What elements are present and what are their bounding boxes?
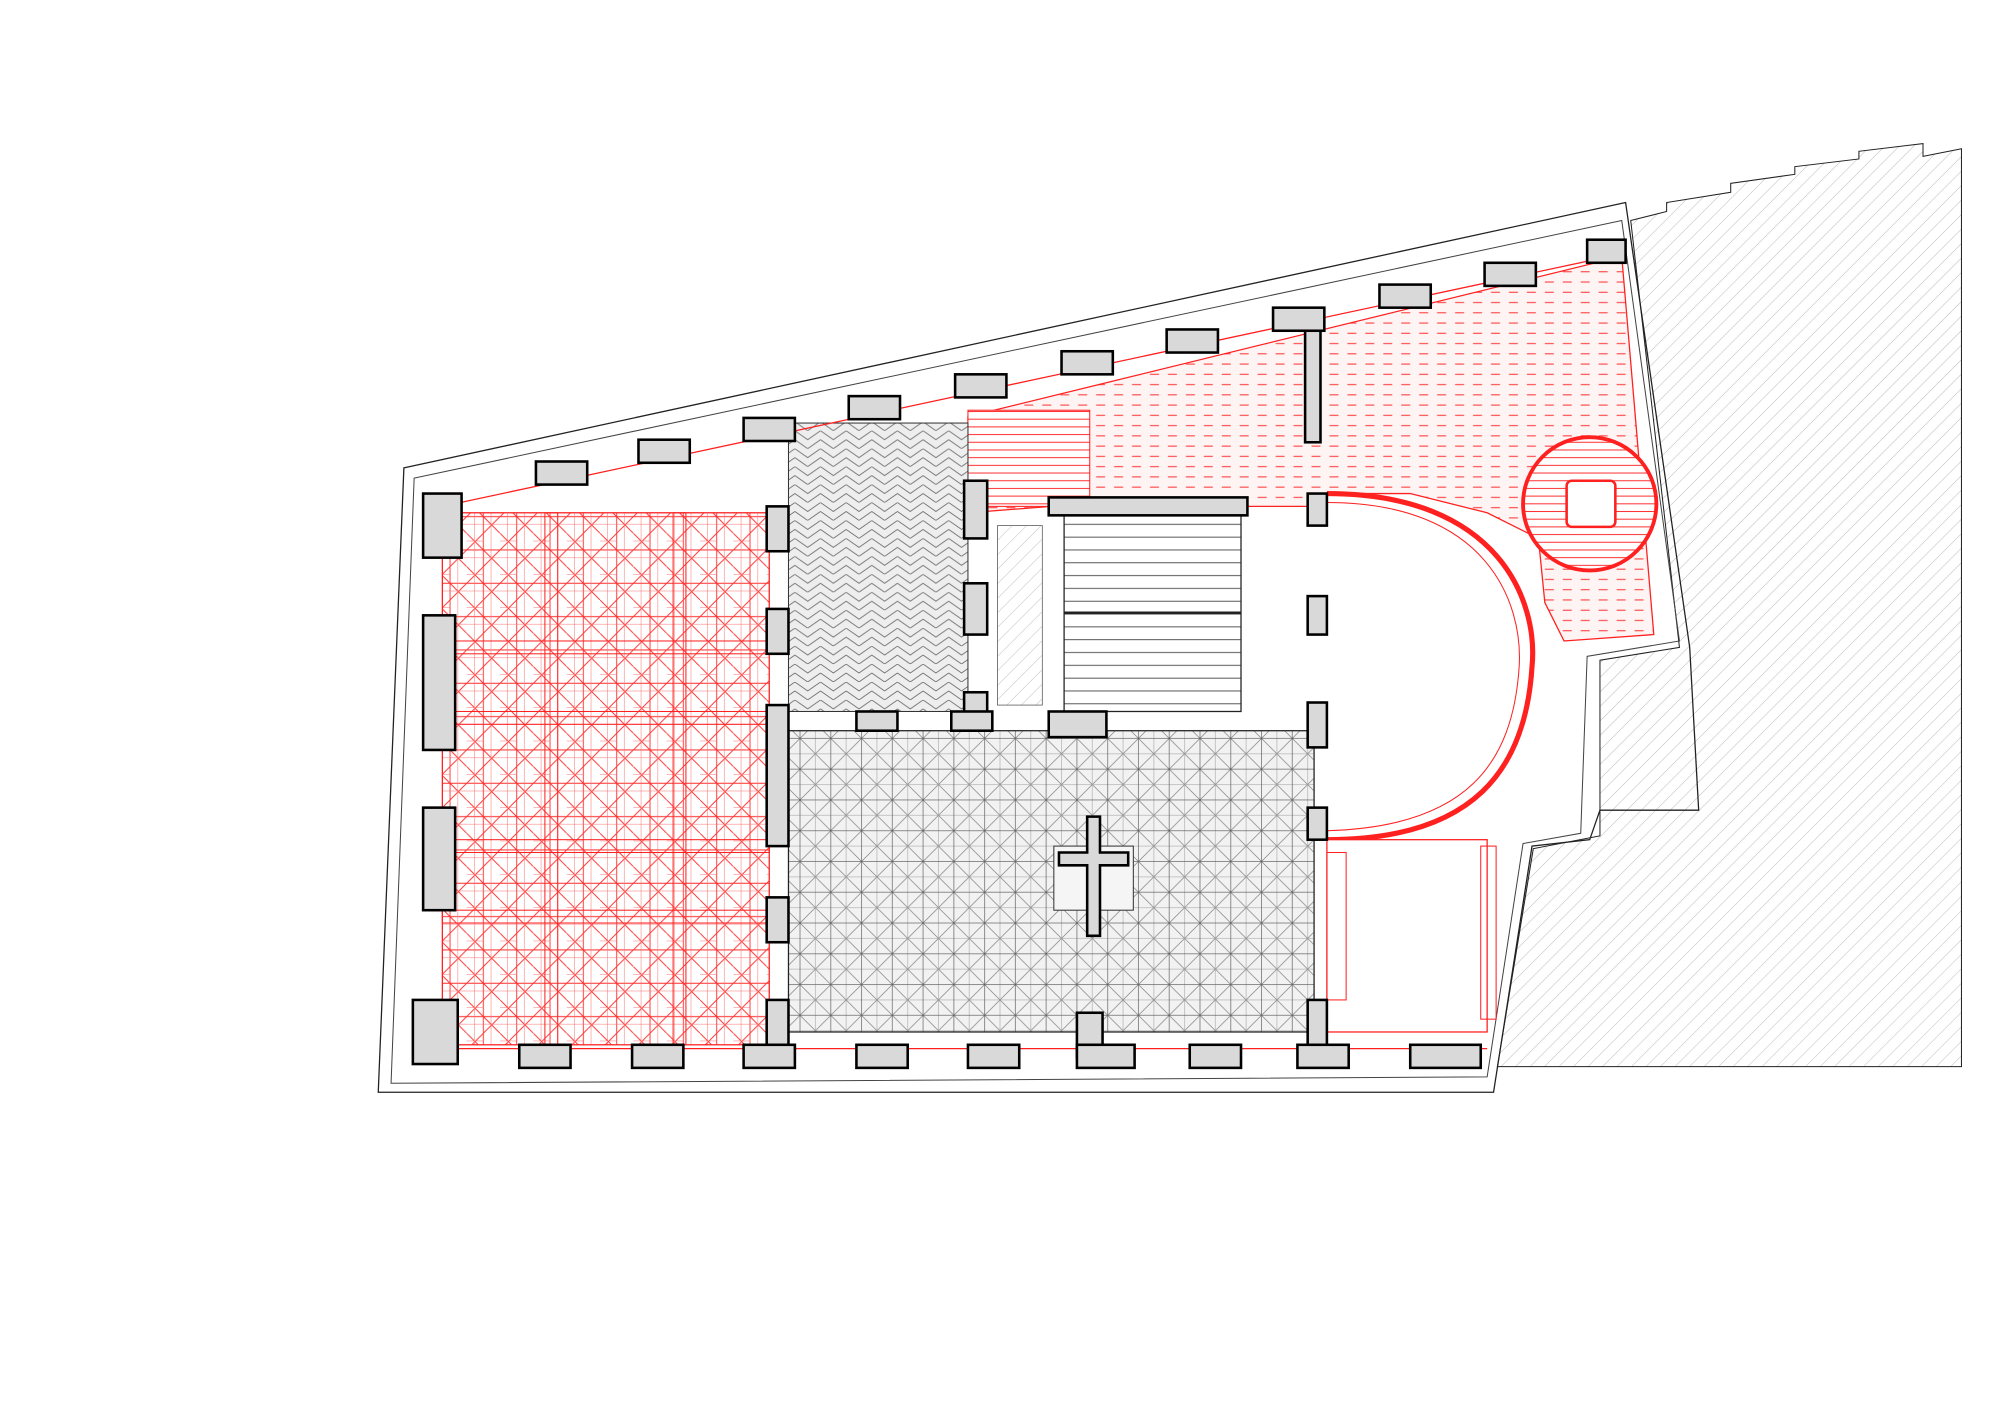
pier [962,582,989,636]
building-outline [390,219,1681,1084]
gray-herringbone-room [787,422,969,712]
spiral-stair-core [1565,479,1617,529]
red-cabinet [1480,845,1497,1020]
pier [421,806,457,912]
pier [765,505,790,553]
pier [765,607,790,656]
pier [855,710,899,732]
facade-pilasters-bottom [517,1043,1483,1070]
corridor-tiles [997,525,1043,706]
facade-pilasters-top [534,238,1627,486]
pier [421,492,463,559]
pier [1306,806,1329,841]
pier [1303,312,1322,444]
gray-grid-room [787,730,1315,1033]
wall-piers [411,312,1329,1066]
pier [1047,710,1108,739]
pier [950,710,994,732]
pier [1306,492,1329,527]
neighbor-building [1496,143,1962,1068]
pier [421,614,457,752]
pier [962,479,989,540]
pier [765,703,790,848]
pier [1306,701,1329,749]
semicircle-room-wall [1326,490,1536,843]
semicircle-room-inner [1326,502,1520,832]
red-door-frame [1326,851,1347,1001]
plot-outline [377,201,1700,1093]
pier [411,998,460,1066]
red-parquet-room [441,512,770,1046]
central-column [1057,815,1130,938]
pier [765,896,790,944]
lower-right-room [1326,839,1488,1033]
pier [1306,594,1329,636]
pier [1047,496,1249,517]
